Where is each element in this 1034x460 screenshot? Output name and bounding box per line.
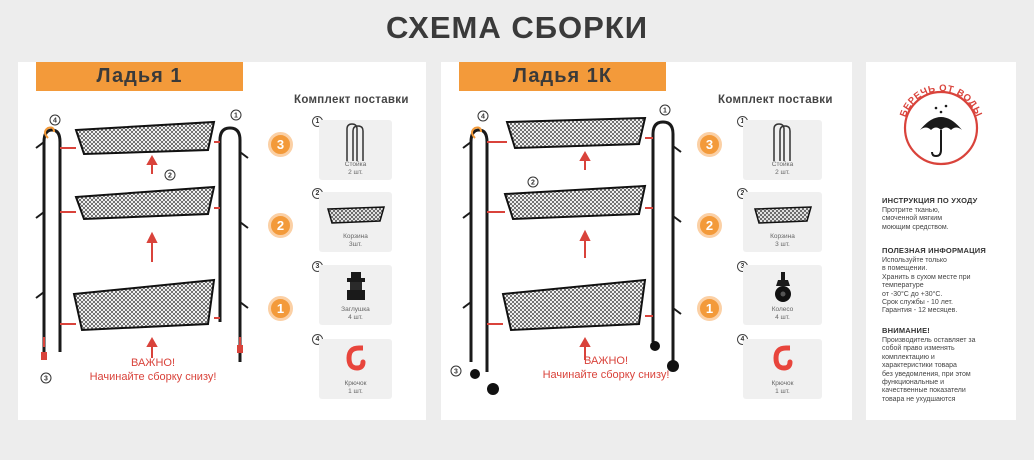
warning-title: ВАЖНО!: [130, 357, 176, 369]
hook-icon: [772, 345, 792, 371]
step-badge-1: 1: [268, 296, 293, 321]
step-badge-1: 1: [697, 296, 722, 321]
warning-title: ВАЖНО!: [583, 355, 629, 367]
basket-middle: [74, 185, 216, 221]
callout-wheel: 3: [454, 369, 458, 376]
callout-basket: 2: [531, 180, 535, 187]
callout-basket: 2: [168, 173, 172, 180]
model-banner: Ладья 1К: [459, 62, 666, 91]
panel-ladya-1k: Ладья 1К 4 1 2: [441, 62, 852, 420]
step-badge-3: 3: [697, 132, 722, 157]
wheel-icon: [774, 272, 791, 302]
model-banner: Ладья 1: [36, 62, 243, 91]
post-icon: [345, 123, 364, 161]
warning-text: Начинайте сборку снизу!: [89, 371, 217, 384]
assembly-diagram: 4 1 2 3: [450, 104, 682, 395]
step-badge-2: 2: [268, 213, 293, 238]
basket-bottom: [501, 278, 647, 332]
assembly-diagram: 4 1 2 3: [35, 109, 249, 384]
cap-icon: [346, 272, 365, 300]
kit-title: Комплект поставки: [294, 94, 409, 106]
callout-hook: 4: [481, 114, 485, 121]
care-panel: БЕРЕЧЬ ОТ ВОДЫ ИНСТРУКЦИЯ ПО УХОДУ Протр…: [866, 62, 1016, 420]
callout-hook: 4: [53, 118, 57, 125]
umbrella-rain-icon: БЕРЕЧЬ ОТ ВОДЫ: [898, 83, 984, 166]
care-instructions: ИНСТРУКЦИЯ ПО УХОДУ Протрите тканью,смоч…: [882, 196, 978, 231]
basket-middle: [503, 184, 647, 221]
basket-top: [505, 116, 647, 150]
step-badge-2: 2: [697, 213, 722, 238]
callout-post: 1: [663, 108, 667, 115]
basket-icon: [753, 206, 812, 224]
page-title: СХЕМА СБОРКИ: [385, 10, 649, 45]
kit-title: Комплект поставки: [718, 94, 833, 106]
assembly-warning: ВАЖНО! Начинайте сборку снизу!: [83, 356, 223, 385]
hook-icon: [345, 345, 365, 371]
basket-icon: [326, 206, 385, 224]
panel-ladya-1: Ладья 1: [18, 62, 426, 420]
post-icon: [772, 123, 791, 161]
warning-text: Начинайте сборку снизу!: [542, 369, 670, 382]
assembly-warning: ВАЖНО! Начинайте сборку снизу!: [536, 354, 676, 383]
callout-post: 1: [234, 113, 238, 120]
callout-cap: 3: [44, 376, 48, 383]
basket-bottom: [72, 278, 216, 332]
basket-top: [74, 120, 216, 156]
step-badge-3: 3: [268, 132, 293, 157]
